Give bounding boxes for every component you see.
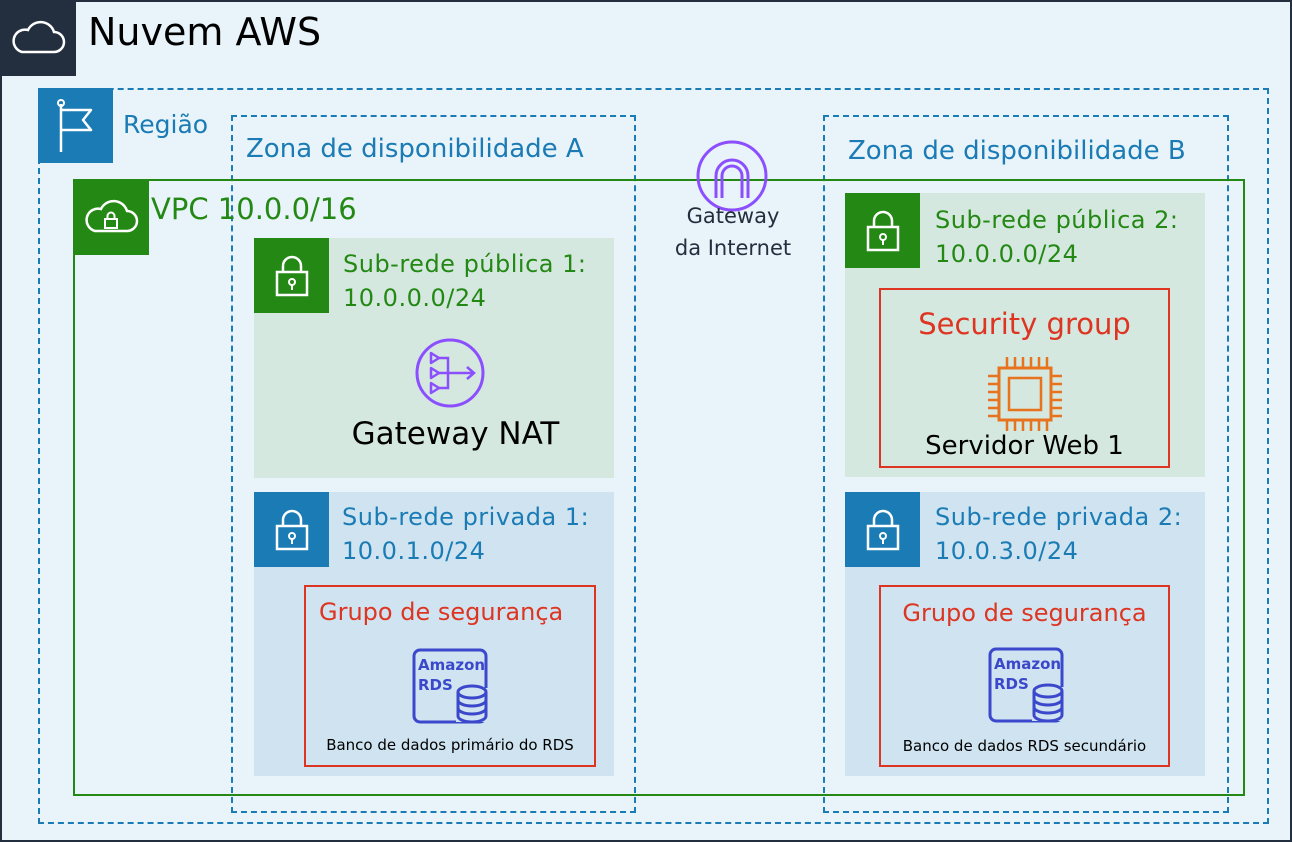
rds-secondary-label: Banco de dados RDS secundário: [902, 737, 1147, 755]
ec2-instance: [985, 354, 1065, 434]
web-server-label: Servidor Web 1: [925, 431, 1124, 461]
vpc-label: VPC 10.0.0/16: [151, 192, 357, 226]
private-subnet-2-name: Sub-rede privada 2:: [935, 503, 1183, 531]
private-subnet-2-badge: [845, 492, 920, 567]
lock-icon: [275, 509, 308, 550]
availability-zone-a-label: Zona de disponibilidade A: [246, 134, 584, 164]
security-group-rds-primary-label: Grupo de segurança: [319, 598, 564, 626]
region-label: Região: [123, 110, 209, 139]
rds-icon: Amazon RDS: [412, 648, 490, 724]
vpc-badge: [73, 179, 149, 255]
rds-primary-label: Banco de dados primário do RDS: [326, 736, 574, 754]
security-group-rds-primary: [304, 585, 596, 767]
flag-icon: [56, 98, 92, 152]
region-boundary: [38, 88, 1269, 824]
security-group-rds-secondary: [879, 585, 1170, 767]
vpc-boundary: [73, 179, 1245, 796]
public-subnet-2-cidr: 10.0.0.0/24: [935, 240, 1079, 268]
public-subnet-1-name: Sub-rede pública 1:: [343, 250, 587, 278]
cloud-icon: [12, 20, 66, 54]
availability-zone-b: [823, 115, 1229, 813]
public-subnet-1-badge: [254, 238, 329, 313]
rds-primary: Amazon RDS: [412, 648, 492, 724]
private-subnet-1-name: Sub-rede privada 1:: [342, 503, 590, 531]
security-group-rds-secondary-label: Grupo de segurança: [902, 599, 1147, 627]
availability-zone-b-label: Zona de disponibilidade B: [848, 136, 1186, 166]
lock-icon: [275, 255, 308, 296]
private-subnet-1-badge: [254, 492, 329, 567]
internet-gateway-label-line1: Gateway: [686, 204, 780, 228]
internet-gateway-label: Gateway da Internet: [664, 200, 802, 264]
security-group-web-label: Security group: [918, 307, 1131, 341]
vpc-cloud-lock-icon: [85, 199, 139, 233]
nat-gateway: [414, 337, 486, 409]
internet-gateway-label-line2: da Internet: [674, 236, 792, 260]
public-subnet-2-name: Sub-rede pública 2:: [935, 206, 1179, 234]
nat-gateway-label: Gateway NAT: [351, 416, 560, 452]
rds-secondary: Amazon RDS: [988, 647, 1068, 723]
private-subnet-2-cidr: 10.0.3.0/24: [935, 537, 1079, 565]
internet-gateway-icon: [696, 140, 768, 212]
region-badge: [38, 88, 113, 163]
public-subnet-1-cidr: 10.0.0.0/24: [343, 284, 487, 312]
private-subnet-1-cidr: 10.0.1.0/24: [342, 537, 486, 565]
lock-icon: [866, 509, 899, 550]
security-group-web: [879, 288, 1170, 468]
rds-icon-text-line1: Amazon: [418, 656, 485, 674]
nat-gateway-icon: [415, 338, 485, 408]
rds-icon-text-line2: RDS: [994, 675, 1029, 693]
private-subnet-2-label: Sub-rede privada 2: 10.0.3.0/24: [935, 500, 1182, 568]
internet-gateway: [694, 140, 770, 216]
rds-icon-text-line1: Amazon: [994, 655, 1061, 673]
private-subnet-1-label: Sub-rede privada 1: 10.0.1.0/24: [342, 500, 589, 568]
lock-icon: [866, 210, 899, 251]
availability-zone-a: [231, 115, 636, 813]
ec2-chip-icon: [988, 357, 1062, 431]
rds-icon-text-line2: RDS: [418, 676, 453, 694]
cloud-title: Nuvem AWS: [88, 10, 322, 54]
public-subnet-2-label: Sub-rede pública 2: 10.0.0.0/24: [935, 203, 1178, 271]
cloud-badge: [0, 0, 76, 76]
public-subnet-2-badge: [845, 193, 920, 268]
rds-icon: Amazon RDS: [988, 647, 1066, 723]
public-subnet-1-label: Sub-rede pública 1: 10.0.0.0/24: [343, 247, 586, 315]
